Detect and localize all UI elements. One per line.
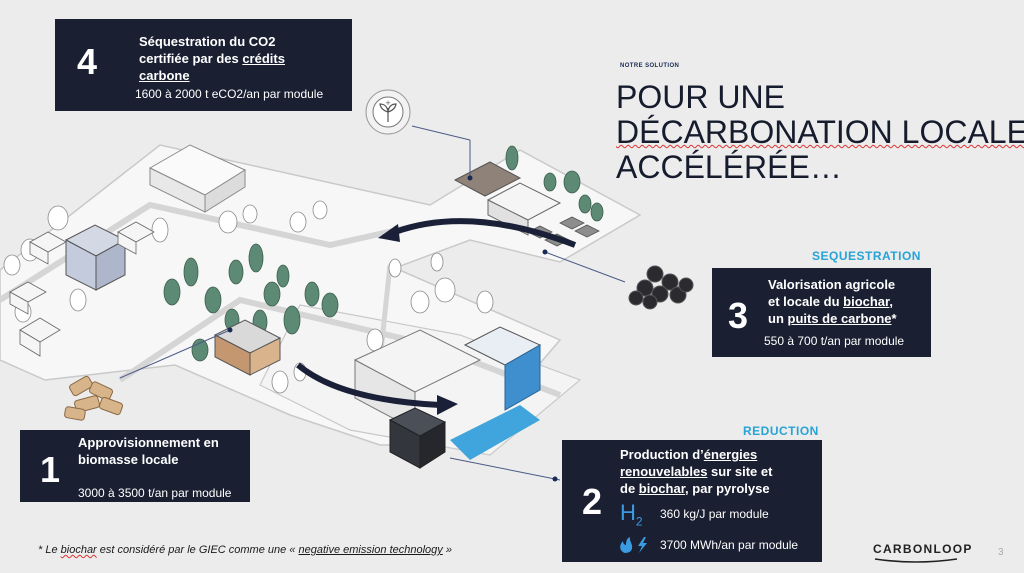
svg-text:+: + [385, 99, 391, 107]
step-2-title: Production d’énergies renouvelables sur … [620, 446, 820, 497]
village-houses [9, 221, 155, 357]
hydrogen-icon-h: H [620, 500, 636, 525]
step-4-card: 4 Séquestration du CO2 certifiée par des… [55, 19, 352, 111]
notre-solution-label: NOTRE SOLUTION [620, 63, 680, 69]
step-4-number: 4 [77, 41, 98, 82]
hydrogen-icon-sub: 2 [635, 514, 643, 529]
step-2-title-line3c: , par pyrolyse [685, 481, 770, 496]
step-2-number: 2 [582, 481, 603, 522]
forest-trees [163, 145, 604, 362]
brand-text: CARBONLOOP [873, 542, 973, 556]
brand-swoosh-icon [874, 558, 958, 563]
cycle-arrow-bottom [296, 362, 441, 408]
step-3-biochar-link: biochar [843, 294, 890, 309]
cycle-arrow-bottom-head [437, 395, 458, 415]
step-2-renewables-link: renouvelables [620, 464, 708, 479]
reduction-tag: REDUCTION [743, 424, 819, 438]
step-2-title-line2b: sur site et [707, 464, 773, 479]
step-3-title-line1: Valorisation agricole [768, 277, 896, 292]
step-1-card: 1 Approvisionnement en biomasse locale 3… [20, 430, 250, 502]
step-1-title-line2: biomasse locale [78, 452, 179, 467]
step-3-metric: 550 à 700 t/an par module [764, 334, 905, 348]
water-channel [450, 405, 540, 460]
step-1-title: Approvisionnement en biomasse locale [78, 434, 219, 468]
leader-dots [227, 175, 558, 482]
step-2-card: 2 Production d’énergies renouvelables su… [562, 440, 822, 562]
step-3-title-line3c: * [891, 311, 897, 326]
page-headline: POUR UNE DÉCARBONATION LOCALE ACCÉLÉRÉE… [616, 80, 1024, 185]
step-3-card: 3 Valorisation agricole et locale du bio… [712, 268, 931, 357]
cycle-arrow-top [393, 218, 577, 248]
step-1-number: 1 [40, 449, 61, 490]
headline-line-2: DÉCARBONATION LOCALE [616, 114, 1024, 150]
cycle-arrow-top-head [378, 224, 400, 242]
step-4-title-part1: Séquestration du CO2 [139, 34, 276, 49]
energy-icons [618, 536, 656, 559]
step-4-metric: 1600 à 2000 t eCO2/an par module [135, 87, 324, 101]
brand-logo: CARBONLOOP [873, 542, 973, 565]
step-3-title-line2a: et locale du [768, 294, 844, 309]
pyrolysis-factory [353, 326, 542, 469]
step-3-carbon-sink-link: puits de carbone [787, 311, 892, 326]
footnote-part2: est considéré par le GIEC comme une « [96, 544, 299, 556]
step-2-title-line3a: de [620, 481, 639, 496]
step-3-title: Valorisation agricole et locale du bioch… [768, 276, 930, 327]
leader-lines [119, 125, 626, 481]
footnote-net: negative emission technology [298, 544, 443, 556]
step-2-biochar-link: biochar [638, 481, 686, 496]
seedling-icon: + [365, 89, 411, 135]
step-4-title-part2: certifiée par des [139, 51, 243, 66]
page-number: 3 [998, 547, 1004, 558]
snowy-trees [3, 200, 494, 394]
step-3-number: 3 [728, 295, 749, 336]
step-2-hydrogen-metric: 360 kg/J par module [660, 507, 769, 521]
biochar-pile-icon [628, 265, 694, 310]
step-4-title: Séquestration du CO2 certifiée par des c… [139, 33, 339, 84]
headline-line-3: ACCÉLÉRÉE… [616, 149, 842, 185]
biomass-logs-icon [64, 375, 124, 421]
warehouse-building [148, 144, 247, 213]
step-3-title-line2c: , [889, 294, 894, 309]
town-hall-building [64, 224, 127, 291]
footnote-part3: » [442, 544, 452, 556]
hydrogen-icon: H2 [620, 502, 643, 532]
footnote-part1: * Le [38, 544, 61, 556]
step-2-energy-metric: 3700 MWh/an par module [660, 538, 799, 552]
footnote-biochar: biochar [60, 544, 97, 556]
step-4-title-link: crédits carbone [139, 51, 285, 83]
headline-line-1: POUR UNE [616, 79, 785, 115]
step-2-title-line1a: Production d’ [620, 447, 704, 462]
ground-area [0, 144, 642, 456]
step-1-metric: 3000 à 3500 t/an par module [78, 486, 232, 500]
step-1-title-line1: Approvisionnement en [78, 435, 219, 450]
footnote: * Le biochar est considéré par le GIEC c… [38, 544, 452, 556]
step-2-energies-link: énergies [703, 447, 758, 462]
step-3-title-line3a: un [768, 311, 788, 326]
flame-lightning-icon [620, 537, 647, 553]
sequestration-tag: SEQUESTRATION [812, 249, 921, 263]
